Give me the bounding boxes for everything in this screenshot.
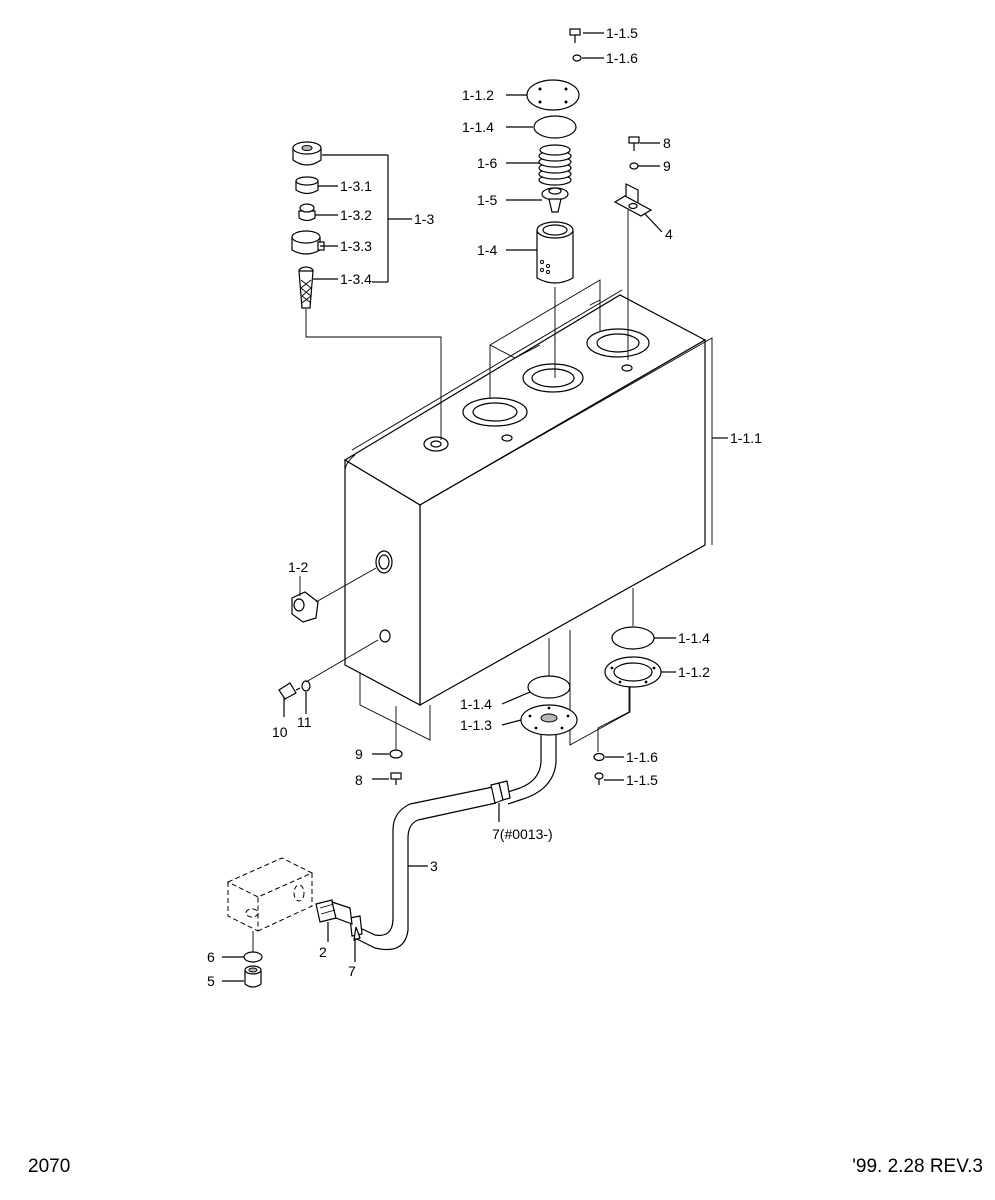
bracket-4: [613, 183, 653, 217]
label-1-3-3: 1-3.3: [340, 238, 372, 254]
o-ring-1-1-4-right: [611, 626, 655, 650]
label-1-1-4-right: 1-1.4: [678, 630, 710, 646]
label-9-bottom: 9: [355, 746, 363, 762]
tank-port-top-cover: [586, 328, 650, 358]
tank-side-port-level-gauge: [375, 550, 393, 574]
breather-cap: [292, 141, 322, 166]
o-ring-1-1-4-bottom: [527, 675, 571, 699]
label-1-3-2: 1-3.2: [340, 207, 372, 223]
strainer-1-4: [536, 221, 574, 284]
revision-date: '99. 2.28 REV.3: [852, 1156, 983, 1177]
label-2: 2: [319, 944, 327, 960]
o-ring-1-1-4-top: [533, 115, 577, 139]
flange-1-1-3: [520, 704, 578, 736]
label-1-1-5-top: 1-1.5: [606, 25, 638, 41]
label-7: 7: [348, 963, 356, 979]
label-1-5: 1-5: [477, 192, 497, 208]
label-10: 10: [272, 724, 288, 740]
o-ring-6: [243, 951, 263, 963]
tank-port-breather: [423, 436, 449, 452]
bolt-8-bottom: [390, 772, 402, 785]
strainer-1-3-4: [298, 266, 314, 309]
label-8-top: 8: [663, 135, 671, 151]
label-1-1-4-top: 1-1.4: [462, 119, 494, 135]
label-11: 11: [297, 714, 312, 730]
valve-1-5: [541, 187, 569, 213]
top-bolt-hole: [621, 364, 633, 372]
label-1-1-4-bottom: 1-1.4: [460, 696, 492, 712]
level-gauge-1-2: [291, 591, 319, 623]
hose-clamp-7: [349, 915, 363, 941]
label-1-1-5-bottom: 1-1.5: [626, 772, 658, 788]
tank-port-suction: [462, 397, 528, 427]
label-3: 3: [430, 858, 438, 874]
bolt-1-1-5-top: [569, 28, 581, 43]
plug-5: [244, 965, 262, 988]
label-1-3-4: 1-3.4: [340, 271, 372, 287]
cover-1-1-2-right: [604, 656, 662, 688]
label-1-3: 1-3: [414, 211, 434, 227]
connector-2: [315, 899, 353, 925]
label-1-6: 1-6: [477, 155, 497, 171]
label-1-1-2-right: 1-1.2: [678, 664, 710, 680]
label-1-2: 1-2: [288, 559, 308, 575]
hose-3: [354, 786, 497, 951]
pipe-flange-neck: [504, 735, 557, 805]
label-5: 5: [207, 973, 215, 989]
pump-block-reference: [226, 857, 314, 932]
label-7-serial: 7(#0013-): [492, 826, 553, 842]
washer-1-1-6-bottom: [593, 752, 605, 762]
label-1-4: 1-4: [477, 242, 497, 258]
washer-9-top: [629, 162, 639, 170]
element-1-3-1: [295, 176, 319, 195]
label-6: 6: [207, 949, 215, 965]
leader-lines: [222, 32, 728, 982]
bolt-1-1-5-bottom: [594, 772, 604, 785]
washer-9-bottom: [389, 749, 403, 759]
cover-1-1-2-top: [526, 79, 580, 111]
page-number: 2070: [28, 1156, 71, 1177]
label-1-1-3: 1-1.3: [460, 717, 492, 733]
label-9-top: 9: [663, 158, 671, 174]
top-bolt-hole: [501, 434, 513, 442]
drain-valve-10: [278, 682, 301, 700]
o-ring-11: [301, 680, 311, 692]
hose-clamp-7-serial: [490, 780, 511, 804]
spring-1-6: [538, 144, 572, 186]
tank-side-port-drain: [379, 629, 391, 643]
label-4: 4: [665, 226, 673, 242]
clamp-1-3-3: [291, 230, 325, 255]
bolt-8-top: [628, 136, 640, 151]
label-1-1-2-top: 1-1.2: [462, 87, 494, 103]
label-1-1-6-top: 1-1.6: [606, 50, 638, 66]
body-1-3-2: [298, 203, 316, 222]
tank-port-return: [522, 363, 584, 393]
label-1-1-6-bottom: 1-1.6: [626, 749, 658, 765]
washer-1-1-6-top: [572, 54, 582, 62]
label-1-1-1: 1-1.1: [730, 430, 762, 446]
label-1-3-1: 1-3.1: [340, 178, 372, 194]
label-8-bottom: 8: [355, 772, 363, 788]
